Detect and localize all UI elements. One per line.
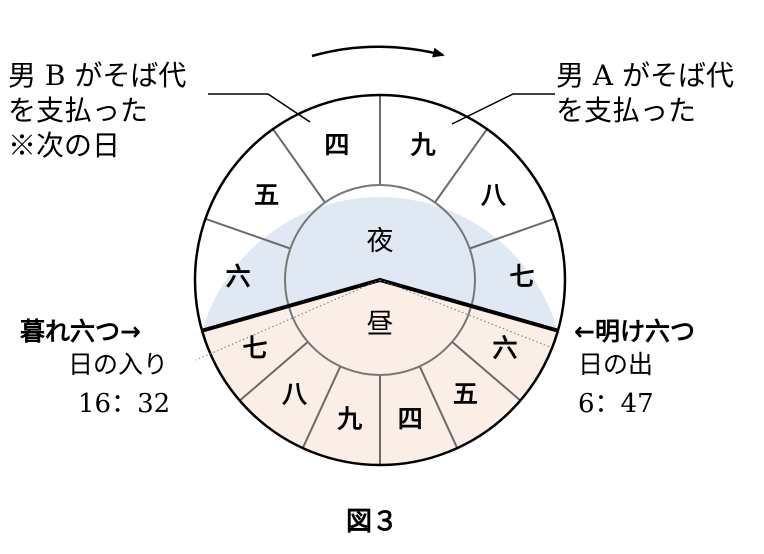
segment-divider xyxy=(434,128,488,204)
inner-circle xyxy=(284,184,476,376)
rotation-arrow xyxy=(311,45,445,58)
kure-sub: 日の入り xyxy=(68,350,168,379)
day-segment-label: 七 xyxy=(242,333,267,362)
night-inner-region xyxy=(288,237,472,307)
night-segment-label: 九 xyxy=(410,131,436,160)
segment-divider xyxy=(239,341,309,402)
day-segment-label: 六 xyxy=(492,333,517,362)
day-segment-label: 四 xyxy=(398,405,423,434)
man-a-line2: を支払った xyxy=(556,94,696,127)
day-segment-label: 五 xyxy=(453,379,478,408)
man-b-line2: を支払った xyxy=(8,94,148,127)
sunset-dotted-line xyxy=(195,279,381,361)
segment-divider xyxy=(418,365,459,449)
man-a-line1: 男 A がそば代 xyxy=(556,59,734,92)
man-b-line3: ※次の日 xyxy=(8,129,120,162)
segment-divider xyxy=(469,217,555,250)
kure-label: 暮れ六つ→ xyxy=(20,317,141,346)
day-segment-label: 八 xyxy=(282,379,308,408)
segment-divider xyxy=(205,217,291,250)
night-segment-label: 五 xyxy=(254,181,279,210)
ake-time: 6：47 xyxy=(578,389,654,419)
night-segment-label: 八 xyxy=(481,181,507,210)
figure-caption: 図３ xyxy=(346,507,398,537)
sunrise-dotted-line xyxy=(379,279,551,348)
man-a-leader-line xyxy=(451,93,555,125)
night-segment-label: 六 xyxy=(226,262,251,291)
night-segment-label: 四 xyxy=(324,131,349,160)
segment-divider xyxy=(272,128,326,204)
segment-labels: 六五四九八七七八九四五六 xyxy=(226,131,535,434)
kure-time: 16：32 xyxy=(78,389,170,419)
day-label: 昼 xyxy=(367,309,394,340)
man-b-leader-line xyxy=(208,93,311,123)
outer-circle xyxy=(193,93,567,467)
ake-label: ←明け六つ xyxy=(574,317,695,346)
day-inner-region xyxy=(288,280,472,375)
segment-divider xyxy=(301,365,342,449)
day-segment-label: 九 xyxy=(336,405,362,434)
segment-divider xyxy=(451,341,522,402)
night-segment-label: 七 xyxy=(509,262,534,291)
ake-sub: 日の出 xyxy=(578,350,653,379)
segment-dividers xyxy=(205,95,555,465)
night-label: 夜 xyxy=(367,226,394,257)
man-b-line1: 男 B がそば代 xyxy=(8,59,186,92)
